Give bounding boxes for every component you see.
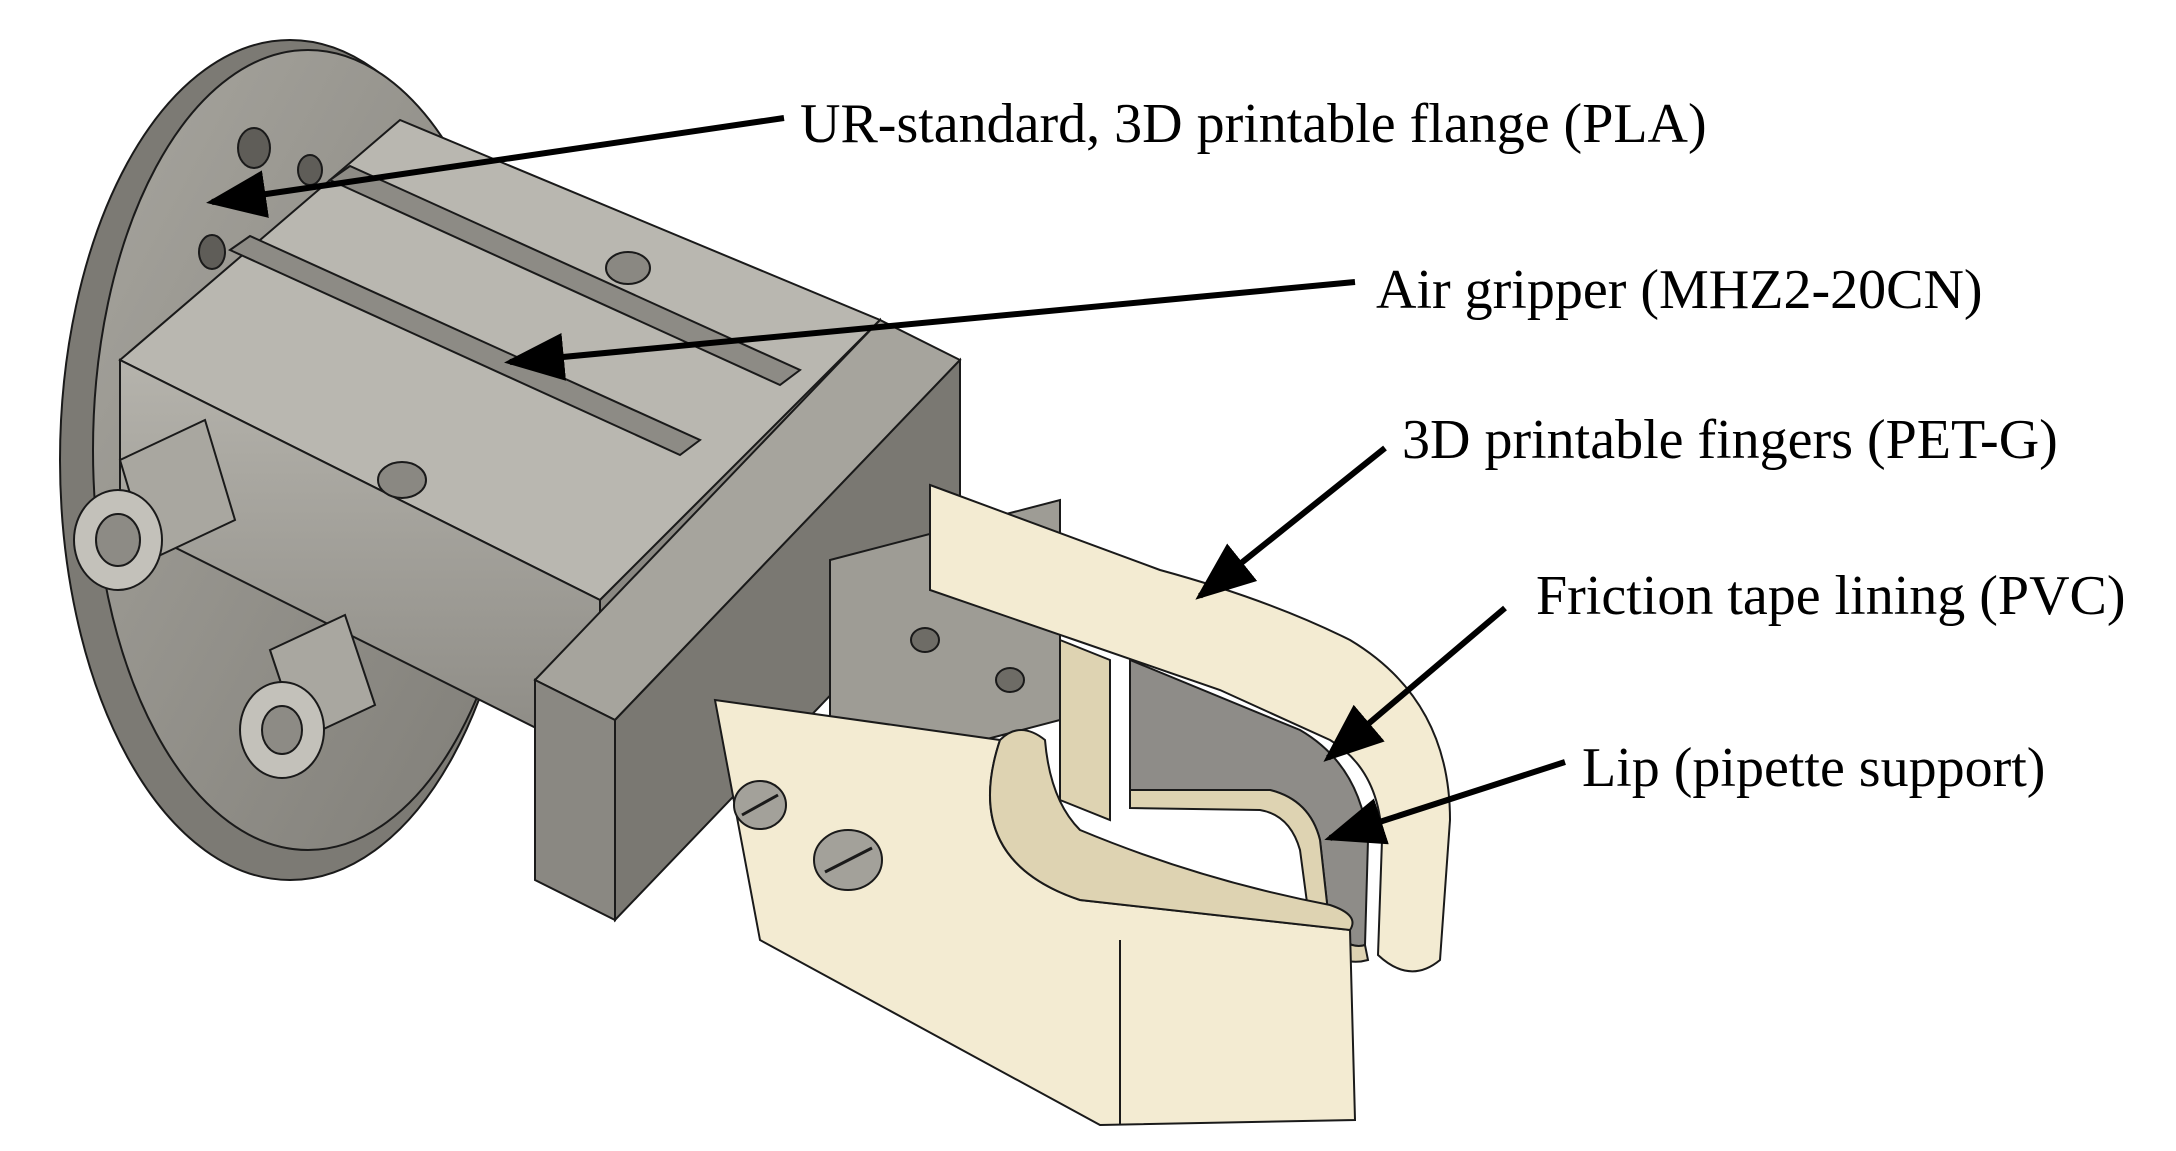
air-fitting-lower	[239, 613, 377, 779]
label-flange: UR-standard, 3D printable flange (PLA)	[800, 93, 1707, 155]
arrow-friction	[1323, 605, 1507, 762]
body-groove	[327, 164, 802, 387]
arrow-gripper	[504, 279, 1356, 381]
pipette-lip	[1129, 789, 1370, 963]
label-air-gripper: Air gripper (MHZ2-20CN)	[1376, 259, 1983, 321]
body-groove	[227, 234, 702, 457]
finger-upper	[929, 483, 1452, 973]
air-fitting-upper	[73, 418, 237, 591]
air-gripper-body	[118, 118, 962, 923]
flange-hole	[237, 127, 271, 169]
label-lip: Lip (pipette support)	[1582, 737, 2046, 799]
label-fingers: 3D printable fingers (PET-G)	[1402, 409, 2058, 471]
callout-arrows	[206, 115, 1566, 845]
body-hole	[377, 461, 427, 499]
body-hole	[605, 251, 651, 285]
finger-lower	[713, 698, 1357, 1127]
flange-hole	[198, 234, 226, 270]
arrow-fingers	[1195, 445, 1387, 600]
arrow-flange	[206, 115, 785, 218]
arrow-lip	[1324, 759, 1566, 845]
label-friction-tape: Friction tape lining (PVC)	[1536, 565, 2126, 627]
flange-hole	[297, 154, 323, 186]
